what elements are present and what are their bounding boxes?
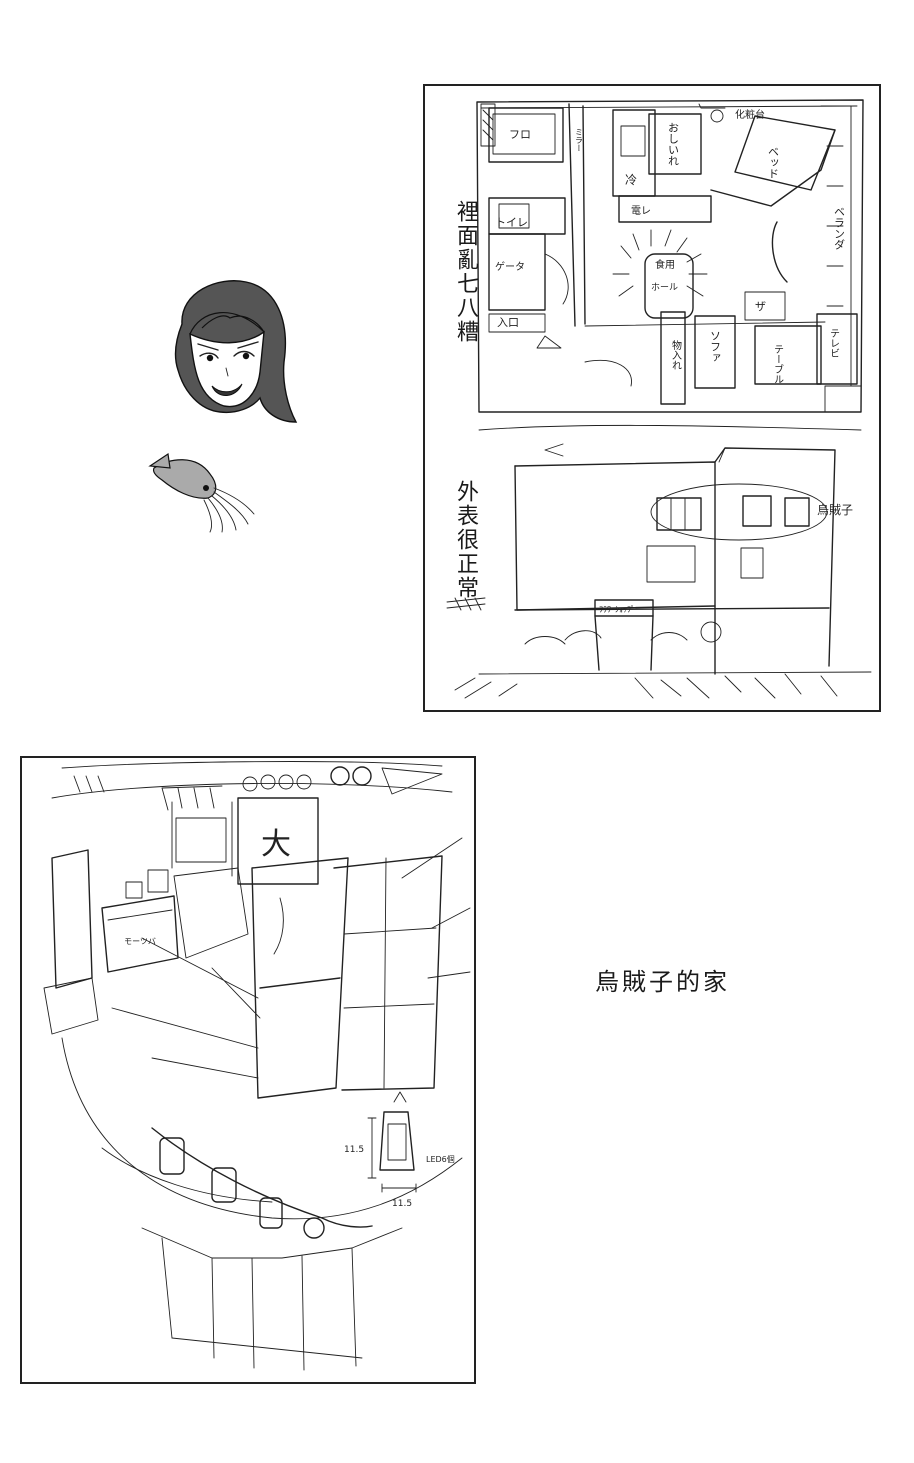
fridge-label: モーツバ — [124, 937, 156, 946]
room-label-seat: ザ — [755, 300, 766, 313]
exterior-side-note: 外表很正常 — [453, 480, 478, 600]
room-label-shoe-box: ゲータ — [495, 261, 525, 273]
room-label-closet: 物入れ — [670, 339, 682, 370]
room-label-entrance: 入口 — [497, 316, 519, 329]
interior-sketch: 大 モーツバ — [43, 761, 471, 1371]
shop-sign: ﾌﾗﾜｰｼｮｯﾌﾟ — [599, 605, 635, 614]
room-label-bed: ベッド — [767, 146, 780, 179]
character-head-sketch — [160, 272, 300, 432]
room-label-toilet: トイレ — [495, 216, 528, 229]
dimension-width: 11.5 — [392, 1199, 412, 1209]
floorplan-panel: フロ トイレ ゲータ 入口 ミラー 冷 おしいれ 電レ 化粧台 ベッド ベランダ… — [423, 84, 881, 712]
room-label-mirror: ミラー — [575, 128, 584, 152]
room-label-sofa: ソファ — [709, 330, 722, 363]
lantern-note: LED6個 — [426, 1154, 455, 1164]
room-label-vanity: 化粧台 — [735, 108, 765, 121]
room-label-table: テーブル — [772, 344, 784, 384]
room-label-veranda: ベランダ — [833, 206, 846, 250]
room-label-dining: 食用 — [655, 258, 675, 271]
dimension-height: 11.5 — [344, 1145, 364, 1155]
room-label-bath: フロ — [509, 128, 531, 141]
floorplan-side-note: 裡面亂七八糟 — [453, 200, 478, 344]
squid-sketch — [148, 448, 258, 534]
room-label-fridge: 冷 — [625, 173, 637, 187]
room-label-dining-table: ホール — [651, 282, 678, 293]
floorplan-labels: フロ トイレ ゲータ 入口 ミラー 冷 おしいれ 電レ 化粧台 ベッド ベランダ… — [495, 108, 853, 614]
room-label-tv: テレビ — [828, 328, 839, 358]
room-label-microwave: 電レ — [631, 205, 651, 217]
window-label: 烏賊子 — [817, 502, 853, 517]
banner-text: 大 — [261, 827, 291, 862]
room-label-oshiire: おしいれ — [667, 122, 680, 166]
page-caption: 烏賊子的家 — [595, 968, 730, 996]
interior-panel: 大 モーツバ — [20, 756, 476, 1384]
